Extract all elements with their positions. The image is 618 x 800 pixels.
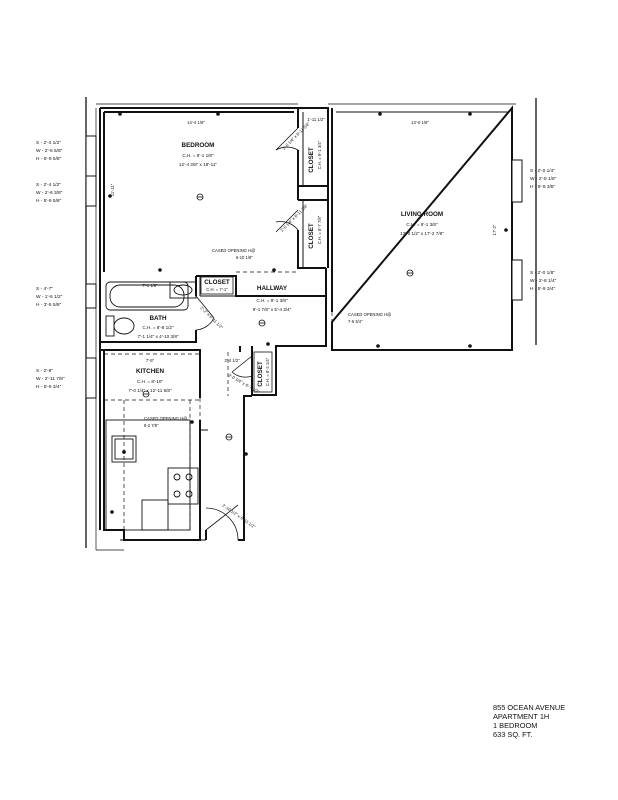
- living-room-side-dim: 17'-2": [492, 224, 497, 235]
- closet-hall-top-dim: 3'-4 1/2": [224, 358, 240, 363]
- apartment-info: 855 OCEAN AVENUE APARTMENT 1H 1 BEDROOM …: [493, 703, 565, 739]
- kitchen-name: KITCHEN: [136, 368, 164, 375]
- window-bath-s: S - 4'-7": [36, 286, 53, 292]
- toilet-bowl: [113, 317, 135, 335]
- dashed-lines: [104, 271, 333, 530]
- window-bath: [85, 283, 97, 309]
- square-footage: 633 SQ. FT.: [493, 730, 533, 739]
- kitchen-top-dim: 7'-5": [146, 358, 155, 363]
- window-labels: S - 2'-4 1/2" W - 2'-5 5/8" H - 5'-9 5/8…: [36, 140, 557, 390]
- address: 855 OCEAN AVENUE: [493, 703, 566, 712]
- bath-door: 2'-2" x 6'-11 1/2": [199, 305, 224, 330]
- bedroom-opening-label: CASED OPENING H@: [212, 248, 255, 253]
- kitchen-opening-height: 8-2 7/8": [144, 423, 159, 428]
- living-room-ceiling-height: C.H. = 9'-1 3/8": [406, 222, 438, 227]
- kitchen-opening-label: CASED OPENING H@: [144, 416, 187, 421]
- closet-bath-ceiling-height: C.H. = 7'-1": [206, 287, 228, 292]
- refrigerator: [141, 499, 169, 531]
- living-opening-height: 7-5 3/4": [348, 319, 363, 324]
- bedroom-ceiling-height: C.H. = 9'-1 1/8": [182, 153, 214, 158]
- window-kitchen-w: W - 2'-11 7/8": [36, 376, 65, 382]
- entry-door: 2'-10 1/2" x 6'-11 1/2": [221, 503, 257, 530]
- bedroom-top-dim: 14'-4 1/8": [187, 120, 205, 125]
- window-bedroom-2: [85, 175, 97, 207]
- window-bedroom-1-h: H - 5'-9 5/8": [36, 156, 62, 162]
- kitchen-ceiling-height: C.H. = 8'-10": [137, 379, 163, 384]
- closet-upper-door: 2'-0 1/4" x 6'-11 3/4": [281, 121, 311, 151]
- closet-labels: CLOSET C.H. = 9'-1 3/4" 1'-11 1/2" CLOSE…: [200, 117, 325, 393]
- bath-sink: [169, 281, 197, 299]
- window-bedroom-1-s: S - 2'-4 1/2": [36, 140, 61, 146]
- window-kitchen: [85, 357, 97, 399]
- closet-lower-ceiling-height: C.H. = 8'-7 7/8": [317, 215, 322, 244]
- cased-opening-labels: CASED OPENING H@ 6-10 1/8" CASED OPENING…: [144, 248, 391, 428]
- closet-lower-door: 2'-0 1/4" x 6'-11 3/4": [279, 203, 309, 233]
- window-bedroom-1-w: W - 2'-5 5/8": [36, 148, 63, 154]
- window-kitchen-s: S - 2'-8": [36, 368, 53, 374]
- bath-ceiling-height: C.H. = 8'-8 1/2": [142, 325, 174, 330]
- window-bedroom-2-h: H - 5'-9 5/8": [36, 198, 62, 204]
- window-kitchen-h: H - 5'-9 3/4": [36, 384, 62, 390]
- walls: [99, 105, 513, 541]
- hallway-size: 9'-1 7/8" x 5'-4 3/4": [253, 307, 292, 312]
- closet-upper-name: CLOSET: [308, 147, 315, 173]
- window-bedroom-1: [85, 135, 97, 177]
- living-room-size: 13'-0 1/2" x 17'-2 7/8": [400, 231, 444, 236]
- window-living-1: [511, 159, 523, 203]
- closet-hall-ceiling-height: C.H. = 8'-2 1/4": [265, 357, 270, 386]
- window-bath-w: W - 1'-6 1/2": [36, 294, 63, 300]
- bedroom-size: 12'-4 3/8" x 18'-11": [179, 162, 217, 167]
- closet-upper-ceiling-height: C.H. = 9'-1 3/4": [317, 140, 322, 169]
- closet-hall-name: CLOSET: [257, 361, 264, 387]
- kitchen-sink: [111, 435, 137, 463]
- window-living-1-h: H - 5'-9 3/8": [530, 184, 556, 190]
- tub-dim: 7'-1 1/8": [142, 283, 158, 288]
- closet-lower-name: CLOSET: [308, 223, 315, 249]
- living-room-name: LIVING ROOM: [401, 211, 443, 218]
- bedroom-side-dim: 11'-11": [110, 183, 115, 196]
- windows: [85, 135, 523, 399]
- toilet-tank: [105, 315, 115, 337]
- room-labels: BEDROOM C.H. = 9'-1 1/8" 12'-4 3/8" x 18…: [110, 120, 497, 393]
- closet-upper-top-dim: 1'-11 1/2": [307, 117, 325, 122]
- outlets: [108, 112, 508, 514]
- living-opening-label: CASED OPENING H@: [348, 312, 391, 317]
- window-living-2-s: S - 2'-0 1/8": [530, 270, 555, 276]
- window-bedroom-2-w: W - 2'-6 3/8": [36, 190, 63, 196]
- bedroom-name: BEDROOM: [182, 142, 215, 149]
- window-living-1-w: W - 2'-8 1/8": [530, 176, 557, 182]
- window-living-1-s: S - 2'-0 1/4": [530, 168, 555, 174]
- apartment-number: APARTMENT 1H: [493, 712, 550, 721]
- window-bath-h: H - 3'-5 5/8": [36, 302, 62, 308]
- door-labels: 2'-0 1/4" x 6'-11 3/4" 2'-0 1/4" x 6'-11…: [199, 121, 311, 530]
- bath-size: 7'-1 1/4" x 4'-10 3/8": [137, 334, 178, 339]
- light-fixtures: [142, 193, 414, 441]
- door-swings: [195, 127, 299, 541]
- hallway-name: HALLWAY: [257, 285, 288, 292]
- bathtub: [105, 281, 189, 311]
- bath-name: BATH: [149, 315, 166, 322]
- window-living-2-h: H - 5'-9 3/4": [530, 286, 556, 292]
- hall-closet-door: 2'-0 1/4" x 6'-7 1/2": [228, 373, 261, 395]
- hallway-ceiling-height: C.H. = 9'-1 3/8": [256, 298, 288, 303]
- window-bedroom-2-s: S - 2'-4 1/2": [36, 182, 61, 188]
- living-room-top-dim: 13'-0 1/8": [411, 120, 429, 125]
- counter: [105, 419, 191, 531]
- bedroom-count: 1 BEDROOM: [493, 721, 538, 730]
- window-living-2: [511, 259, 523, 301]
- window-living-2-w: W - 2'-8 1/4": [530, 278, 557, 284]
- bedroom-opening-height: 6-10 1/8": [236, 255, 253, 260]
- closet-bath-name: CLOSET: [204, 279, 230, 286]
- stove: [167, 467, 199, 505]
- kitchen-size: 7'-0 1/4" x 12'-11 5/8": [128, 388, 172, 393]
- fixtures: [105, 281, 199, 531]
